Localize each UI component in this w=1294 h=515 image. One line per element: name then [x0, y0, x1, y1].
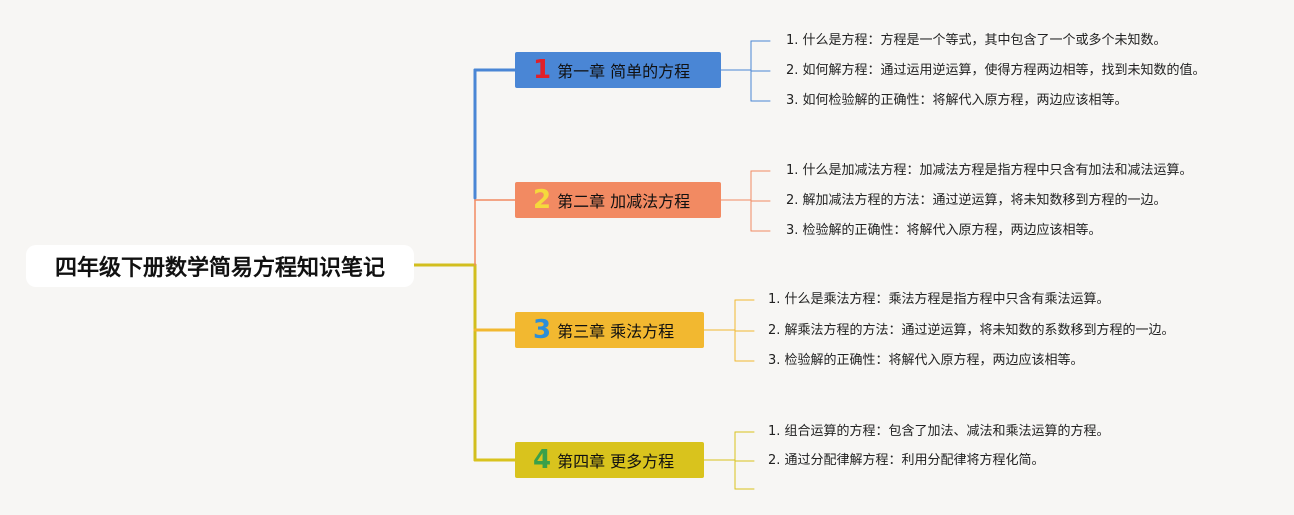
chapter-2-node[interactable]: 2 第二章 加减法方程	[515, 182, 721, 218]
root-topic-label: 四年级下册数学简易方程知识笔记	[54, 256, 385, 281]
chapter-2-item-1[interactable]: 1. 什么是加减法方程：加减法方程是指方程中只含有加法和减法运算。	[786, 163, 1193, 178]
chapter-2-number: 2	[533, 185, 552, 215]
chapter-1-number: 1	[533, 55, 552, 85]
chapter-2-item-3[interactable]: 3. 检验解的正确性：将解代入原方程，两边应该相等。	[786, 223, 1102, 238]
chapter-1-title: 第一章 简单的方程	[557, 62, 691, 81]
chapter-3-item-1[interactable]: 1. 什么是乘法方程：乘法方程是指方程中只含有乘法运算。	[768, 292, 1110, 307]
chapter-3-item-3[interactable]: 3. 检验解的正确性：将解代入原方程，两边应该相等。	[768, 353, 1084, 368]
chapter-1-item-2[interactable]: 2. 如何解方程：通过运用逆运算，使得方程两边相等，找到未知数的值。	[786, 63, 1206, 78]
chapter-1-item-3[interactable]: 3. 如何检验解的正确性：将解代入原方程，两边应该相等。	[786, 93, 1128, 108]
chapter-2-item-2[interactable]: 2. 解加减法方程的方法：通过逆运算，将未知数移到方程的一边。	[786, 193, 1167, 208]
chapter-2-title: 第二章 加减法方程	[557, 192, 691, 211]
chapter-4-node[interactable]: 4 第四章 更多方程	[515, 442, 704, 478]
chapter-4-number: 4	[533, 445, 552, 475]
chapter-4-item-2[interactable]: 2. 通过分配律解方程：利用分配律将方程化简。	[768, 453, 1045, 468]
chapter-1-node[interactable]: 1 第一章 简单的方程	[515, 52, 721, 88]
chapter-4-item-1[interactable]: 1. 组合运算的方程：包含了加法、减法和乘法运算的方程。	[768, 424, 1110, 439]
chapter-3-title: 第三章 乘法方程	[557, 322, 675, 341]
root-topic[interactable]: 四年级下册数学简易方程知识笔记	[26, 245, 414, 287]
chapter-3-number: 3	[533, 315, 552, 345]
chapter-3-item-2[interactable]: 2. 解乘法方程的方法：通过逆运算，将未知数的系数移到方程的一边。	[768, 323, 1175, 338]
chapter-1-item-1[interactable]: 1. 什么是方程：方程是一个等式，其中包含了一个或多个未知数。	[786, 33, 1167, 48]
chapter-4-title: 第四章 更多方程	[557, 452, 675, 471]
chapter-3-node[interactable]: 3 第三章 乘法方程	[515, 312, 704, 348]
